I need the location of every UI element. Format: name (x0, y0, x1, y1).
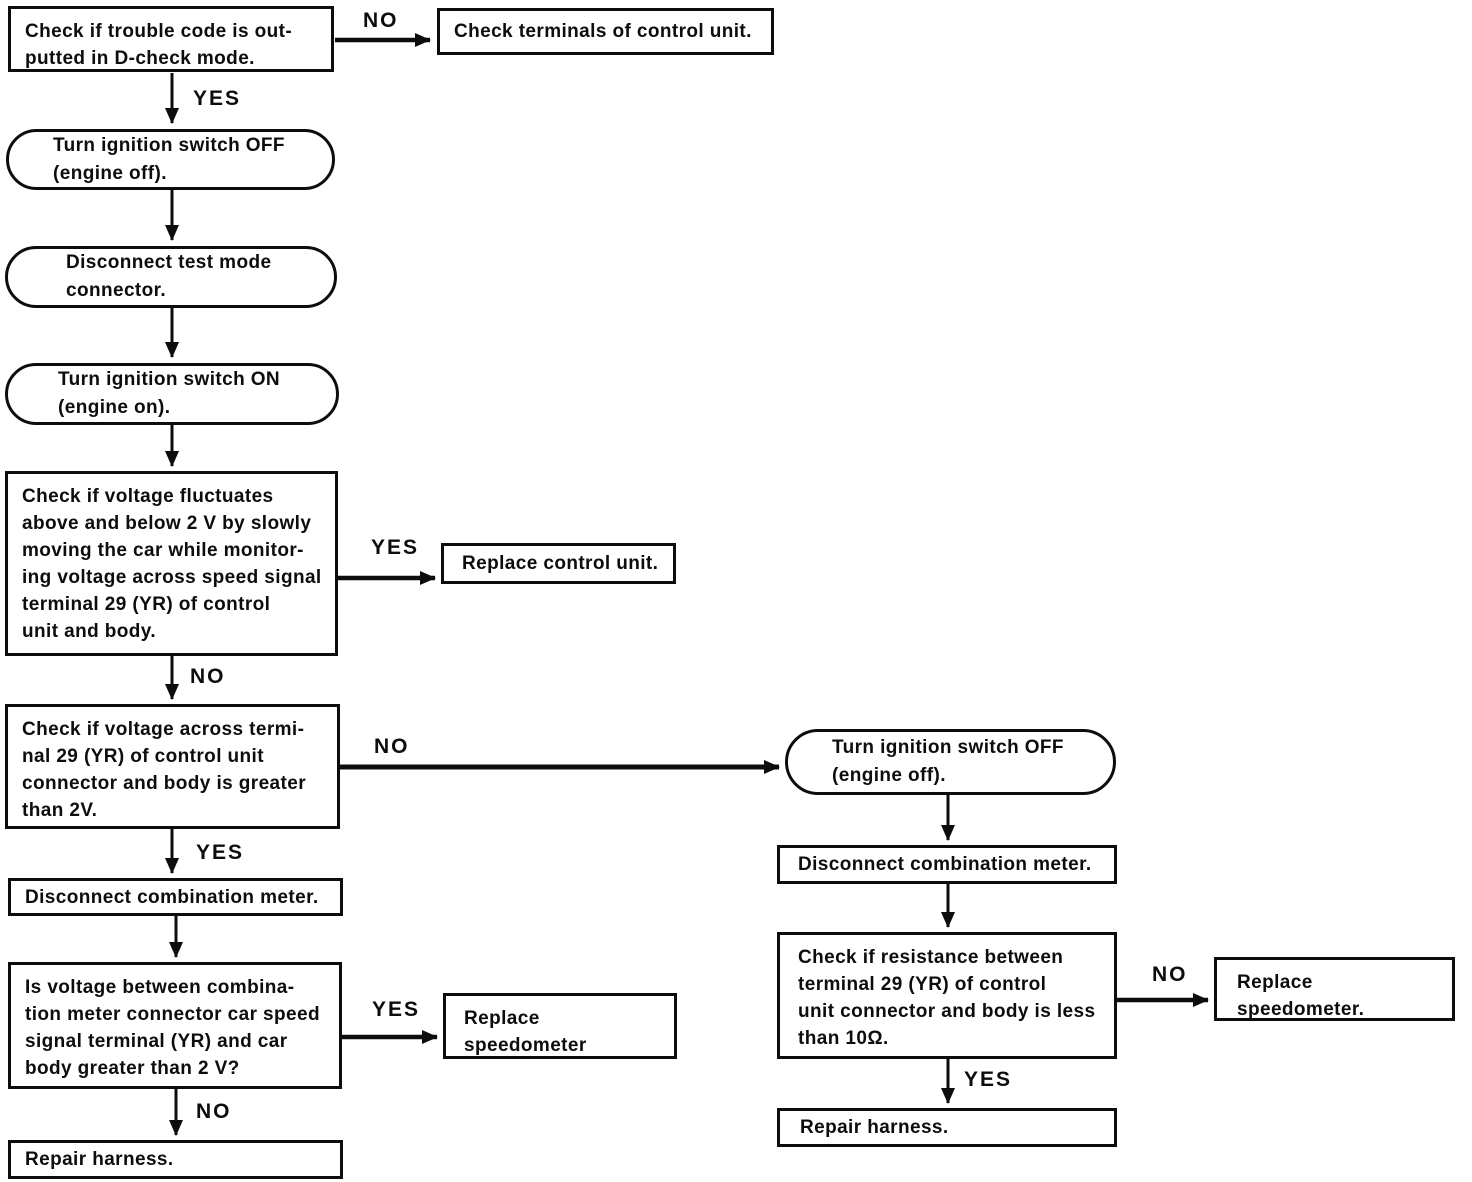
node-ignition-off-right: Turn ignition switch OFF (engine off). (785, 729, 1116, 795)
node-text: Turn ignition switch OFF (engine off). (53, 134, 285, 184)
node-text: Repair harness. (800, 1117, 949, 1138)
node-disconnect-combination-meter-right: Disconnect combination meter. (777, 845, 1117, 884)
node-replace-speedometer-left: Replace speedometer (443, 993, 677, 1059)
node-text: Check if voltage across termi- nal 29 (Y… (22, 719, 306, 821)
node-ignition-on: Turn ignition switch ON (engine on). (5, 363, 339, 425)
node-text: Check if trouble code is out- putted in … (25, 21, 293, 69)
node-text: Disconnect test mode connector. (66, 252, 272, 301)
node-check-resistance-terminal-29: Check if resistance between terminal 29 … (777, 932, 1117, 1059)
node-text: Replace speedometer. (1237, 972, 1365, 1020)
node-repair-harness-right: Repair harness. (777, 1108, 1117, 1147)
node-repair-harness-left: Repair harness. (8, 1140, 343, 1179)
edge-label-no-resistance: NO (1152, 963, 1188, 986)
node-text: Is voltage between combina- tion meter c… (25, 977, 320, 1079)
edge-label-yes-trouble-code: YES (193, 87, 242, 110)
node-ignition-off-left: Turn ignition switch OFF (engine off). (6, 129, 335, 190)
node-text: Turn ignition switch OFF (engine off). (832, 737, 1064, 786)
edge-label-yes-resistance: YES (964, 1068, 1013, 1091)
node-replace-control-unit: Replace control unit. (441, 543, 676, 584)
node-text: Check if voltage fluctuates above and be… (22, 486, 322, 642)
edge-label-no-voltage-terminal-29: NO (374, 735, 410, 758)
node-voltage-combination-meter: Is voltage between combina- tion meter c… (8, 962, 342, 1089)
edge-label-yes-voltage-terminal-29: YES (196, 841, 245, 864)
edge-label-no-voltage-combination: NO (196, 1100, 232, 1123)
node-text: Replace speedometer (464, 1008, 587, 1056)
node-text: Disconnect combination meter. (25, 886, 319, 908)
node-text: Replace control unit. (462, 553, 659, 574)
node-text: Disconnect combination meter. (798, 854, 1092, 875)
node-disconnect-test-mode: Disconnect test mode connector. (5, 246, 337, 308)
edge-label-yes-voltage-fluctuates: YES (371, 536, 420, 559)
node-text: Check if resistance between terminal 29 … (798, 947, 1096, 1049)
node-text: Repair harness. (25, 1149, 174, 1170)
node-check-voltage-fluctuates: Check if voltage fluctuates above and be… (5, 471, 338, 656)
node-check-trouble-code: Check if trouble code is out- putted in … (8, 6, 334, 72)
edge-label-no-voltage-fluctuates: NO (190, 665, 226, 688)
node-text: Check terminals of control unit. (454, 21, 752, 42)
node-text: Turn ignition switch ON (engine on). (58, 369, 281, 418)
edge-label-yes-voltage-combination: YES (372, 998, 421, 1021)
node-disconnect-combination-meter-left: Disconnect combination meter. (8, 878, 343, 916)
node-replace-speedometer-right: Replace speedometer. (1214, 957, 1455, 1021)
node-check-voltage-terminal-29: Check if voltage across termi- nal 29 (Y… (5, 704, 340, 829)
edge-label-no-trouble-code: NO (363, 9, 399, 32)
node-check-terminals-control-unit: Check terminals of control unit. (437, 8, 774, 55)
